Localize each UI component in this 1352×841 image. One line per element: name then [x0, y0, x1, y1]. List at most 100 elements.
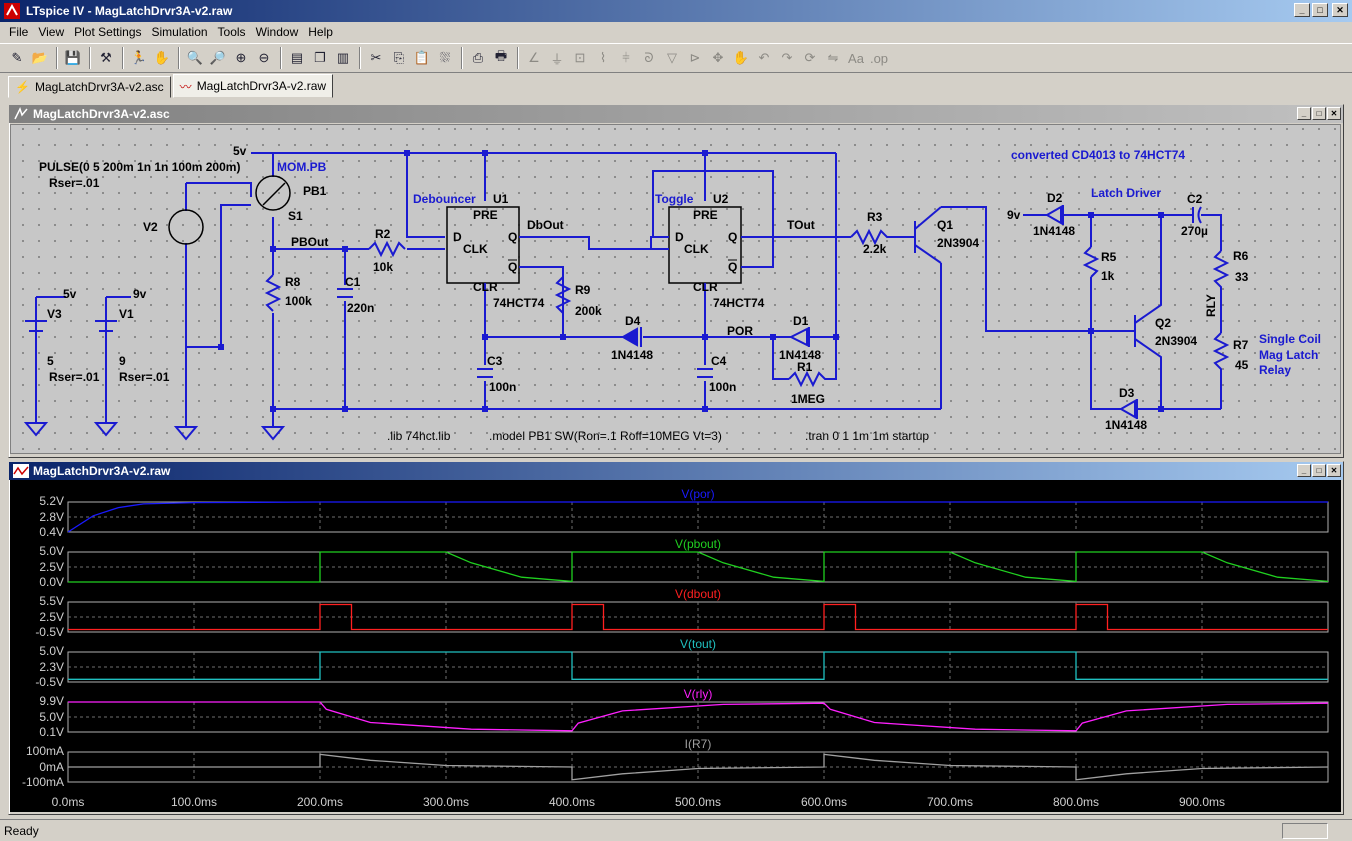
menu-file[interactable]: File — [9, 25, 29, 39]
schematic-minimize-button[interactable]: _ — [1297, 107, 1311, 120]
tile-vertical-icon[interactable]: ▥ — [336, 50, 350, 65]
find-icon[interactable]: ⛆ — [439, 50, 451, 65]
menu-help[interactable]: Help — [308, 25, 333, 39]
schematic-canvas[interactable]: PRE D CLK Q Q CLR PRE D CLK Q Q CLR PULS… — [10, 124, 1341, 454]
menu-simulation[interactable]: Simulation — [151, 25, 208, 39]
tab-waveform[interactable]: 〰MagLatchDrvr3A-v2.raw — [172, 74, 334, 98]
mompb-label: MOM.PB — [277, 160, 327, 174]
drag-icon[interactable]: ✋ — [732, 50, 750, 65]
converted-comment: converted CD4013 to 74HCT74 — [1011, 148, 1185, 162]
trace-name-tout[interactable]: V(tout) — [680, 637, 716, 651]
capacitor-icon[interactable]: ⫩ — [622, 50, 630, 65]
schematic-icon — [14, 107, 28, 120]
y-tick-label: -0.5V — [35, 675, 64, 689]
nine-v-label: 9v — [1007, 208, 1021, 222]
tran-directive[interactable]: .tran 0 1 1m 1m startup — [805, 429, 929, 443]
text-icon[interactable]: Aa — [848, 50, 864, 66]
menu-bar: File View Plot Settings Simulation Tools… — [0, 22, 1352, 42]
trace-name-dbout[interactable]: V(dbout) — [675, 587, 721, 601]
trace-tout[interactable] — [68, 651, 1328, 680]
label-icon[interactable]: ⊡ — [574, 50, 586, 65]
u1-part-label: 74HCT74 — [493, 296, 545, 310]
menu-plot-settings[interactable]: Plot Settings — [74, 25, 142, 39]
u1-pin-clr: CLR — [473, 280, 498, 294]
u2-pin-clk: CLK — [684, 242, 709, 256]
d2-value: 1N4148 — [1033, 224, 1075, 238]
v1-top-label: 9v — [133, 287, 147, 301]
r9-label: R9 — [575, 283, 591, 297]
u2-pin-clr: CLR — [693, 280, 718, 294]
redo-icon[interactable]: ↷ — [781, 50, 793, 65]
u1-pin-pre: PRE — [473, 208, 498, 222]
tile-horizontal-icon[interactable]: ▤ — [290, 50, 304, 65]
open-icon[interactable]: 📂 — [31, 50, 49, 65]
v3-value-label: 5 — [47, 354, 54, 368]
coil-note-line2: Mag Latch — [1259, 348, 1318, 362]
trace-name-por[interactable]: V(por) — [681, 487, 714, 501]
paste-icon[interactable]: 📋 — [413, 50, 431, 65]
run-icon[interactable]: 🏃 — [130, 50, 148, 65]
undo-icon[interactable]: ↶ — [758, 50, 770, 65]
app-title: LTspice IV - MagLatchDrvr3A-v2.raw — [26, 4, 233, 18]
new-schematic-icon[interactable]: ✎ — [11, 50, 23, 65]
v2-source-symbol[interactable] — [168, 209, 204, 245]
pulse-label: PULSE(0 5 200m 1n 1n 100m 200m) — [39, 160, 240, 174]
v1-label: V1 — [119, 307, 134, 321]
control-panel-icon[interactable]: ⚒ — [100, 50, 112, 65]
cut-icon[interactable]: ✂ — [370, 50, 382, 65]
waveform-close-button[interactable]: ✕ — [1327, 464, 1341, 477]
schematic-close-button[interactable]: ✕ — [1327, 107, 1341, 120]
schematic-drawing[interactable]: PRE D CLK Q Q CLR PRE D CLK Q Q CLR PULS… — [11, 125, 1342, 455]
pan-icon[interactable]: ⊖ — [258, 50, 270, 65]
model-directive[interactable]: .model PB1 SW(Ron=.1 Roff=10MEG Vt=3) — [489, 429, 722, 443]
c3-value: 100n — [489, 380, 516, 394]
print-icon[interactable]: 🖶 — [494, 48, 508, 63]
waveform-minimize-button[interactable]: _ — [1297, 464, 1311, 477]
zoom-fit-icon[interactable]: ⊕ — [235, 50, 247, 65]
move-icon[interactable]: ✥ — [712, 50, 724, 65]
trace-name-rly[interactable]: V(rly) — [684, 687, 713, 701]
c2-value: 270µ — [1181, 224, 1208, 238]
zoom-in-icon[interactable]: 🔍 — [186, 50, 204, 65]
schematic-tab-icon: ⚡ — [15, 80, 30, 94]
pb1-switch-symbol[interactable] — [255, 175, 291, 211]
tab-schematic[interactable]: ⚡MagLatchDrvr3A-v2.asc — [8, 76, 171, 98]
menu-window[interactable]: Window — [255, 25, 299, 39]
zoom-out-icon[interactable]: 🔎 — [209, 50, 227, 65]
minimize-button[interactable]: _ — [1294, 3, 1310, 17]
lib-directive[interactable]: .lib 74hct.lib — [387, 429, 451, 443]
trace-name-ir7[interactable]: I(R7) — [685, 737, 712, 751]
cascade-icon[interactable]: ❐ — [314, 50, 326, 65]
diode-icon[interactable]: ▽ — [667, 50, 677, 65]
maximize-button[interactable]: □ — [1312, 3, 1328, 17]
rotate-icon[interactable]: ⟳ — [804, 50, 816, 65]
copy-icon[interactable]: ⎘ — [393, 50, 405, 65]
schematic-maximize-button[interactable]: □ — [1312, 107, 1326, 120]
trace-pbout[interactable] — [68, 551, 1329, 583]
print-setup-icon[interactable]: ⎙ — [472, 50, 484, 65]
waveform-chart[interactable]: 5.2V2.8V0.4VV(por)5.0V2.5V0.0VV(pbout)5.… — [10, 480, 1341, 812]
ground-icon[interactable]: ⏚ — [550, 51, 564, 67]
por-label: POR — [727, 324, 753, 338]
trace-ir7[interactable] — [68, 753, 1329, 781]
resistor-icon[interactable]: ⌇ — [599, 50, 607, 65]
trace-rly[interactable] — [68, 701, 1329, 732]
close-button[interactable]: ✕ — [1332, 3, 1348, 17]
menu-tools[interactable]: Tools — [217, 25, 246, 39]
halt-icon[interactable]: ✋ — [153, 50, 171, 65]
v2-label: V2 — [143, 220, 158, 234]
waveform-maximize-button[interactable]: □ — [1312, 464, 1326, 477]
menu-view[interactable]: View — [38, 25, 65, 39]
save-icon[interactable]: 💾 — [64, 50, 82, 65]
pb1-label: PB1 — [303, 184, 327, 198]
trace-dbout[interactable] — [68, 603, 1328, 631]
trace-name-pbout[interactable]: V(pbout) — [675, 537, 721, 551]
y-tick-label: -100mA — [22, 775, 64, 789]
inductor-icon[interactable]: ᘐ — [644, 50, 654, 65]
trace-por[interactable] — [67, 501, 1328, 533]
wire-icon[interactable]: ∠ — [528, 50, 540, 65]
component-icon[interactable]: ⊳ — [689, 50, 701, 65]
spice-directive-icon[interactable]: .op — [869, 50, 889, 66]
mirror-icon[interactable]: ⇋ — [827, 50, 839, 65]
